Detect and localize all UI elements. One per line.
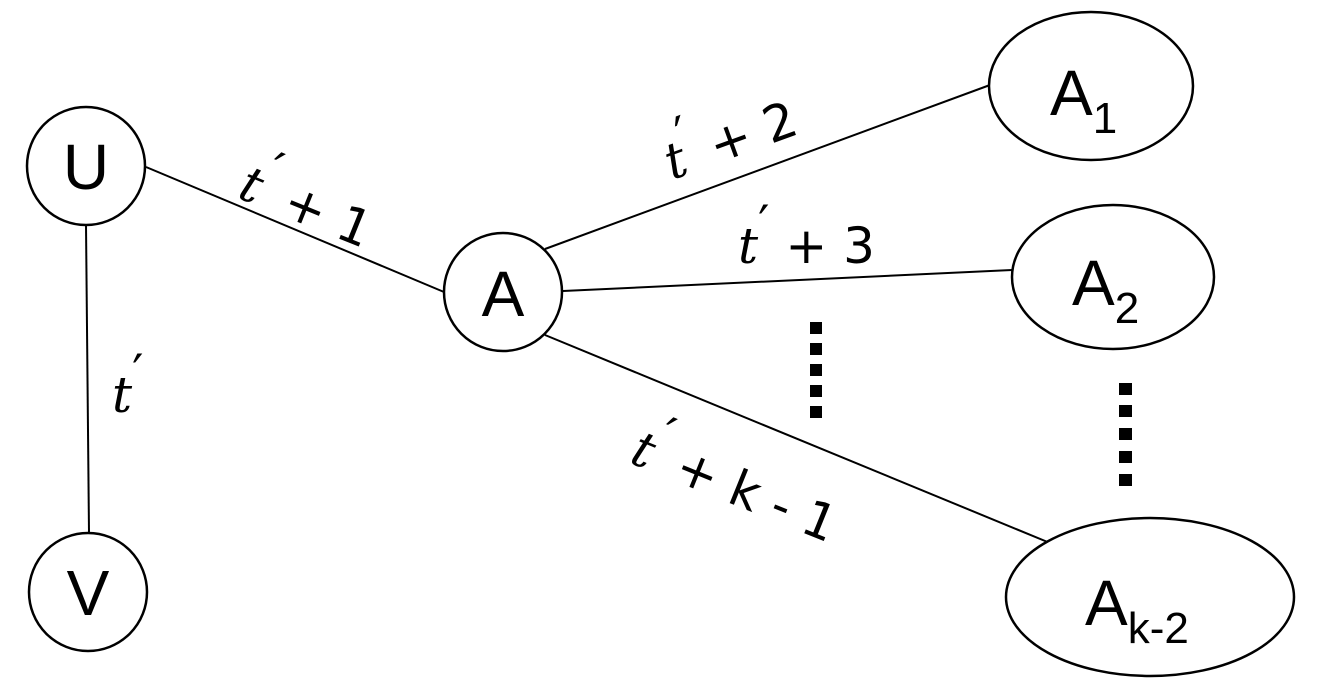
ellipsis-between-edges bbox=[810, 322, 822, 418]
edge-a-ak2 bbox=[544, 334, 1051, 544]
node-a1: A1 bbox=[987, 10, 1195, 162]
edge-label-a-a1: t′ + 2 bbox=[649, 69, 805, 191]
ellipsis-between-nodes bbox=[1119, 383, 1132, 486]
node-a-label: A bbox=[482, 258, 525, 330]
node-a2: A2 bbox=[1010, 203, 1216, 351]
node-a2-label: A2 bbox=[1072, 247, 1139, 333]
node-v-label: V bbox=[67, 557, 110, 629]
edge-u-v bbox=[85, 224, 90, 534]
edge-label-a-ak2: t′ + k - 1 bbox=[624, 399, 854, 554]
node-v: V bbox=[27, 531, 149, 653]
edge-label-u-a: t′ + 1 bbox=[232, 134, 389, 259]
edge-u-a bbox=[145, 166, 445, 293]
edge-a-a2 bbox=[562, 269, 1013, 292]
node-u: U bbox=[25, 105, 147, 227]
node-a1-label: A1 bbox=[1050, 57, 1117, 143]
edge-label-u-v: t′ bbox=[112, 344, 143, 424]
edge-a-a1 bbox=[544, 84, 991, 250]
node-ak2: Ak-2 bbox=[1004, 516, 1296, 678]
node-u-label: U bbox=[63, 131, 109, 203]
node-ak2-label: Ak-2 bbox=[1085, 567, 1189, 653]
edge-label-a-a2: t′ + 3 bbox=[738, 195, 875, 275]
node-a: A bbox=[442, 231, 564, 353]
